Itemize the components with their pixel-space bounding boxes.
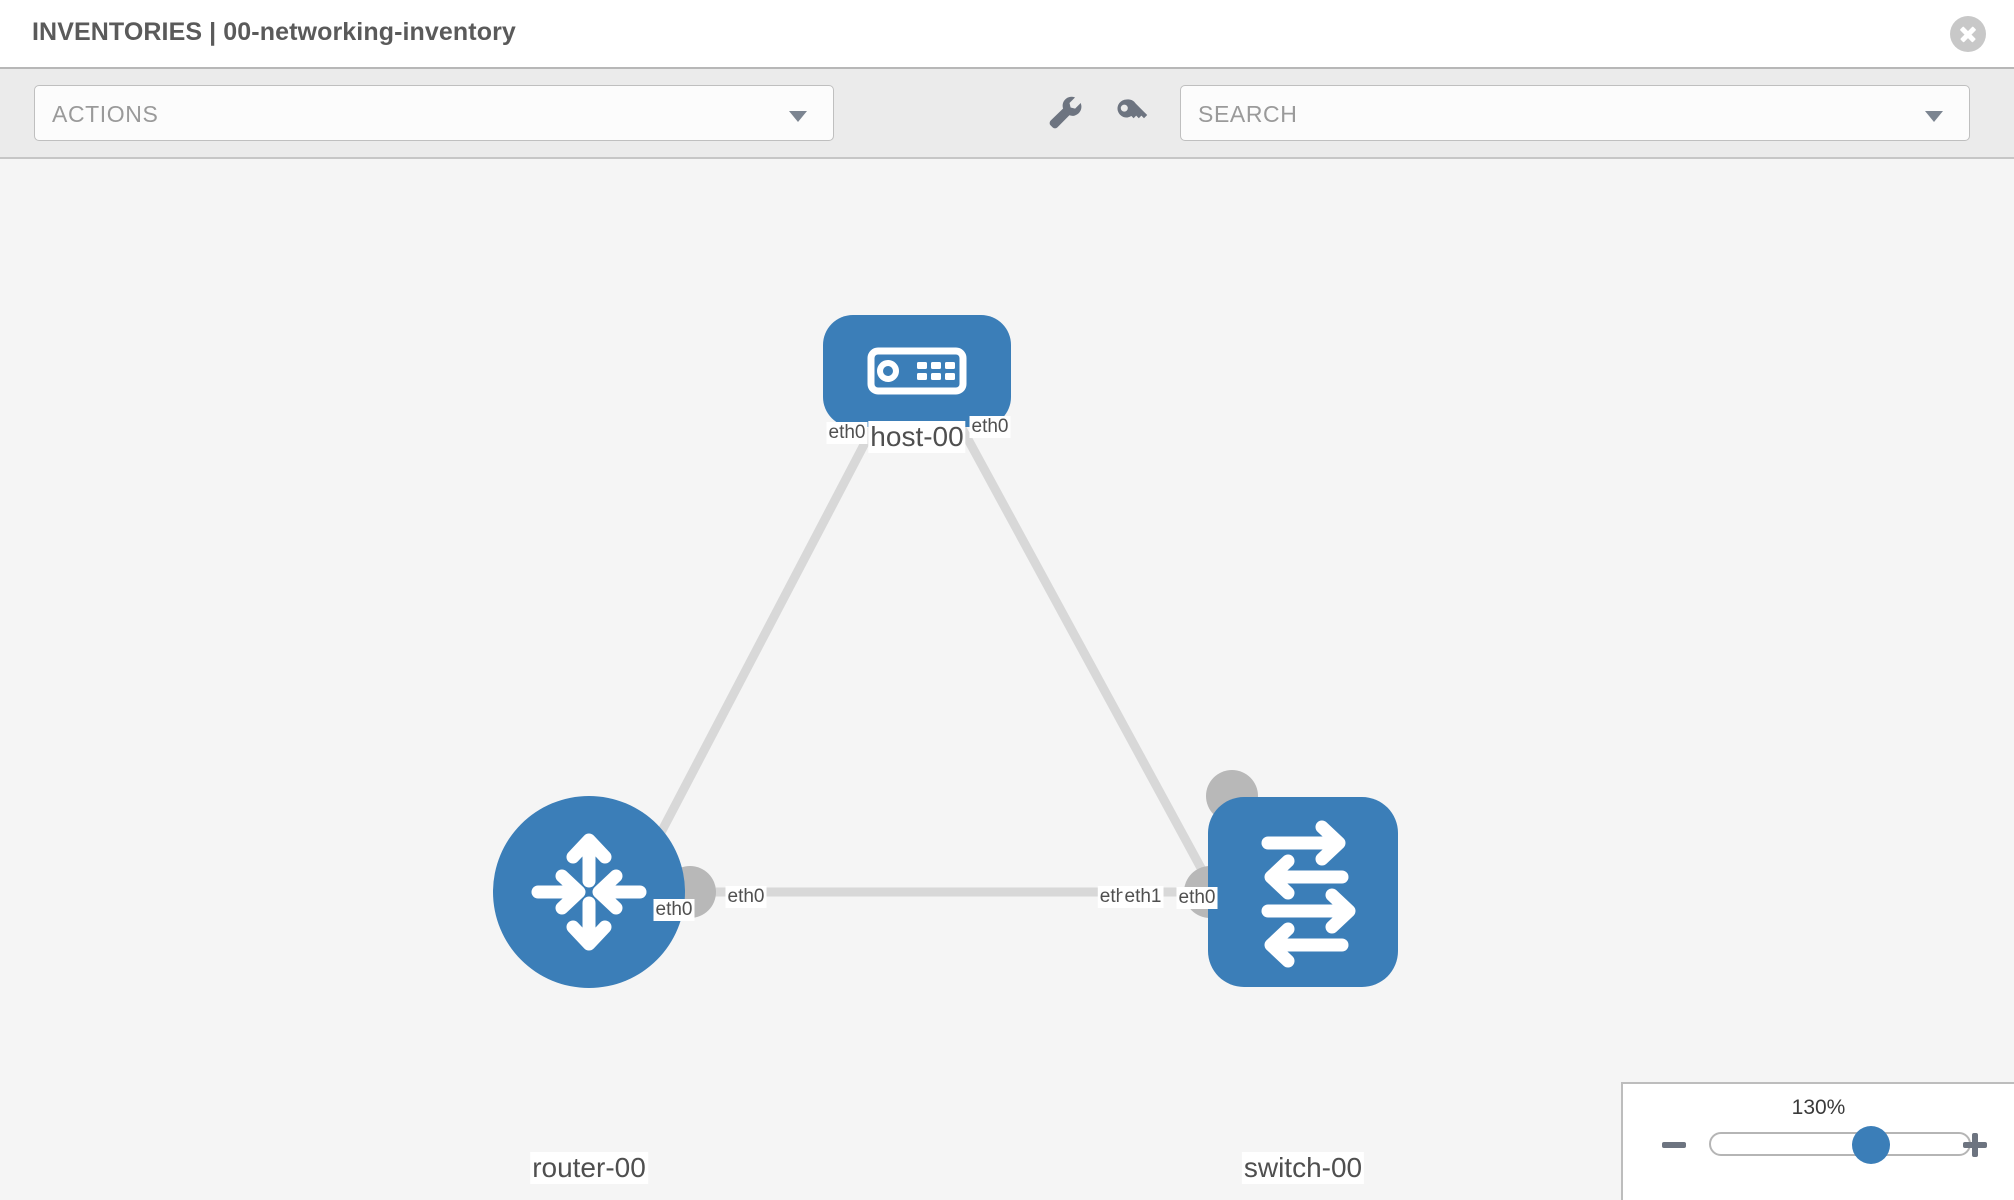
wrench-icon[interactable] <box>1043 91 1087 135</box>
edge-label-router-switch-near-switch: eth1 <box>1122 886 1164 908</box>
node-host-00 <box>823 315 1011 427</box>
chevron-down-icon <box>789 111 807 122</box>
edge-label-host-router-near-host: eth0 <box>826 422 868 444</box>
page-header: INVENTORIES | 00-networking-inventory <box>0 0 2014 69</box>
node-label-router-00: router-00 <box>530 1152 648 1184</box>
search-input[interactable]: SEARCH <box>1180 85 1970 141</box>
edge-label-host-switch-near-host: eth0 <box>969 416 1011 438</box>
edge-label-host-switch-near-switch: eth0 <box>1176 887 1218 909</box>
chevron-down-icon[interactable] <box>1925 111 1943 122</box>
zoom-slider-track[interactable] <box>1709 1126 1971 1164</box>
plus-icon[interactable] <box>1960 1130 1990 1160</box>
zoom-control-panel: 130% <box>1621 1082 2014 1200</box>
topology-canvas[interactable]: host-00 router-00 switch-00 eth0 eth0 et… <box>0 159 2014 1200</box>
node-router-00 <box>493 796 685 988</box>
search-input-value: SEARCH <box>1198 101 1298 127</box>
page-title: INVENTORIES | 00-networking-inventory <box>32 18 516 46</box>
actions-dropdown[interactable]: ACTIONS <box>34 85 834 141</box>
node-label-switch-00: switch-00 <box>1241 1152 1365 1184</box>
zoom-level-label: 130% <box>1791 1096 1846 1119</box>
switch-arrows-icon <box>1261 820 1356 968</box>
node-switch-00 <box>1208 797 1398 987</box>
minus-icon[interactable] <box>1659 1130 1689 1160</box>
toolbar: ACTIONS SEARCH <box>0 69 2014 159</box>
edge-label-router-switch-overlap-a: eth <box>1097 886 1129 908</box>
actions-dropdown-label: ACTIONS <box>52 101 159 127</box>
edge-label-router-switch-near-router: eth0 <box>725 886 767 908</box>
edge-label-host-router-near-router: eth0 <box>653 899 695 921</box>
close-icon[interactable] <box>1950 16 1986 52</box>
router-arrows-icon <box>531 833 647 951</box>
topology-graph <box>493 315 1398 988</box>
server-device-icon <box>867 347 967 395</box>
edge-host-switch <box>941 394 1249 952</box>
zoom-slider-thumb[interactable] <box>1851 1126 1890 1164</box>
node-label-host-00: host-00 <box>868 421 966 453</box>
key-icon[interactable] <box>1110 91 1154 135</box>
